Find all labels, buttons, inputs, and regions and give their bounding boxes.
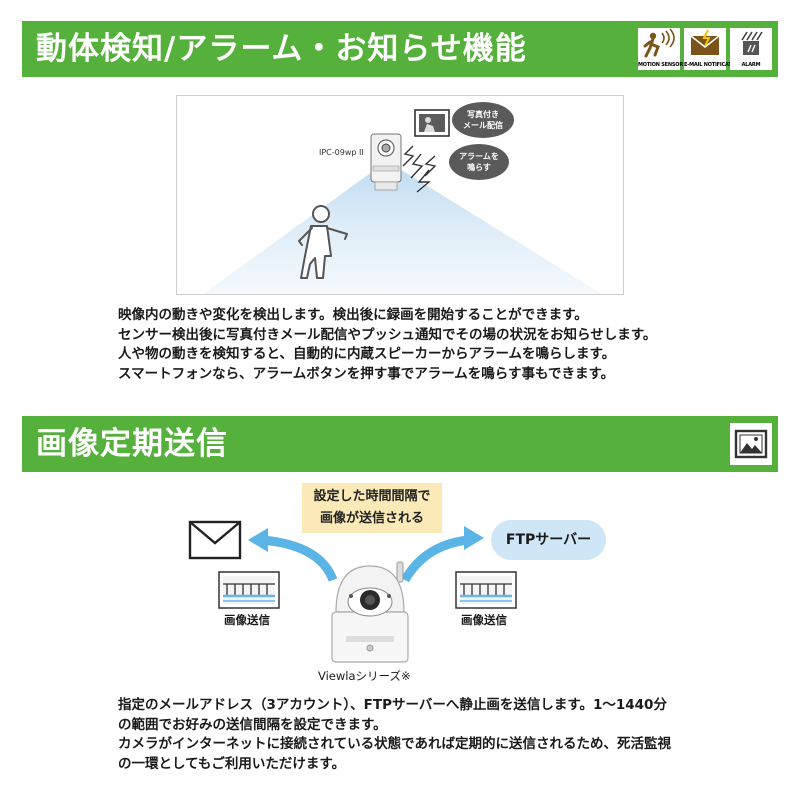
image-icon — [734, 429, 768, 459]
badge-label: ALARM — [741, 62, 761, 68]
interval-note: 設定した時間間隔で 画像が送信される — [302, 483, 442, 533]
motion-detection-illustration: IPC-09wp II 写真付き メール配信 アラームを 鳴らす — [176, 95, 624, 295]
alarm-icon — [741, 31, 763, 55]
photo-email-icon — [414, 109, 450, 137]
send-label-left: 画像送信 — [224, 613, 270, 627]
bubble-line: アラームを — [459, 152, 499, 161]
image-thumbnail-left — [218, 571, 280, 609]
ftp-server-pill: FTPサーバー — [491, 520, 606, 560]
bubble-line: 鳴らす — [467, 163, 491, 172]
description-line: センサー検出後に写真付きメール配信やプッシュ通知でその場の状況をお知らせします。 — [118, 326, 657, 343]
signal-zigzag — [424, 155, 437, 177]
description-line: カメラがインターネットに接続されている状態であれば定期的に送信されるため、死活監… — [118, 736, 671, 752]
camera-icon — [370, 133, 402, 191]
arrow-to-ftp — [401, 535, 469, 583]
email-notification-icon — [690, 29, 720, 55]
note-line: 画像が送信される — [319, 511, 424, 526]
badge-label: MOTION SENSOR — [638, 62, 683, 68]
envelope-icon — [188, 520, 242, 560]
description-line: 人や物の動きを検知すると、自動的に内蔵スピーカーからアラームを鳴らします。 — [118, 346, 616, 362]
badge-email-notification: E-MAIL NOTIFICATION — [684, 28, 742, 70]
badge-label: E-MAIL NOTIFICATION — [684, 62, 742, 68]
arrow-to-email — [261, 535, 338, 582]
camera-model-label: IPC-09wp II — [319, 148, 364, 157]
badge-image — [730, 423, 772, 465]
person-icon — [298, 205, 348, 279]
description-line: の一環としてもご利用いただけます。 — [118, 755, 346, 772]
detection-scene — [203, 109, 602, 294]
motion-sensor-icon — [643, 28, 675, 58]
badge-motion-sensor: MOTION SENSOR — [638, 28, 683, 70]
motion-description: 映像内の動きや変化を検出します。検出後に録画を開始することができます。 センサー… — [118, 306, 656, 384]
send-label-right: 画像送信 — [461, 613, 507, 627]
camera-series-label: Viewlaシリーズ※ — [318, 669, 411, 683]
bubble-line: メール配信 — [463, 121, 503, 130]
signal-zigzag — [416, 169, 431, 193]
section-title: 動体検知/アラーム・お知らせ機能 — [36, 31, 527, 67]
image-thumbnail-right — [455, 571, 517, 609]
section-banner-motion: 動体検知/アラーム・お知らせ機能 MOTION SENSOR E-MAIL NO… — [22, 21, 778, 77]
description-line: 映像内の動きや変化を検出します。検出後に録画を開始することができます。 — [118, 307, 588, 323]
arrow-to-email-head — [248, 528, 268, 552]
badge-alarm: ALARM — [730, 28, 772, 70]
bubble-line: 写真付き — [467, 110, 499, 119]
viewla-camera-icon — [331, 561, 409, 663]
scheduled-description: 指定のメールアドレス（3アカウント）、FTPサーバーへ静止画を送信します。1～1… — [118, 696, 671, 774]
section-banner-scheduled: 画像定期送信 — [22, 416, 778, 472]
description-line: 指定のメールアドレス（3アカウント）、FTPサーバーへ静止画を送信します。1～1… — [118, 697, 667, 713]
note-line: 設定した時間間隔で — [313, 489, 431, 504]
section-title: 画像定期送信 — [36, 426, 228, 462]
bubble-alarm: アラームを 鳴らす — [449, 144, 509, 180]
signal-zigzag — [410, 153, 424, 179]
arrow-to-ftp-head — [464, 526, 484, 550]
bubble-photo-email: 写真付き メール配信 — [452, 102, 514, 138]
detection-beam — [203, 161, 602, 294]
description-line: の範囲でお好みの送信間隔を設定できます。 — [118, 716, 387, 733]
description-line: スマートフォンなら、アラームボタンを押す事でアラームを鳴らす事もできます。 — [118, 365, 615, 382]
signal-zigzag — [402, 145, 415, 167]
